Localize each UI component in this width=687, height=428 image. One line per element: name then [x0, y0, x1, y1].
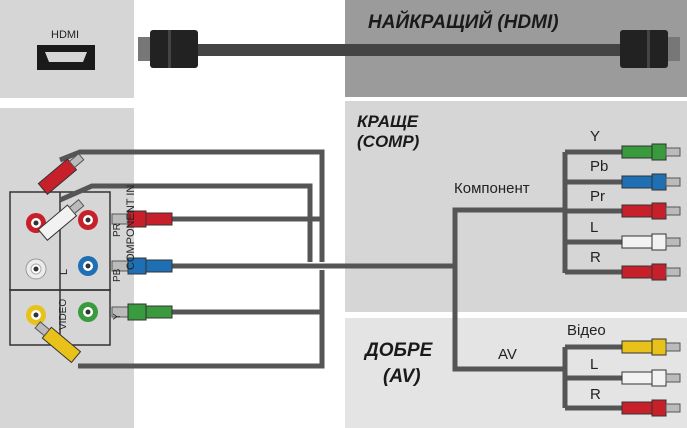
comp-r-label: R	[590, 249, 601, 266]
plug-av-r-icon	[621, 399, 681, 417]
av-label: AV	[498, 346, 517, 363]
tier-good-title-1: ДОБРЕ	[365, 340, 433, 361]
tier-good-title-2: (AV)	[383, 366, 421, 387]
plug-comp-pr-icon	[621, 202, 681, 220]
plug-comp-r-icon	[621, 263, 681, 281]
plug-pb-icon	[111, 257, 173, 275]
jack-pb-icon	[78, 256, 98, 276]
jack-y-icon	[78, 302, 98, 322]
plug-audio-l-icon	[37, 198, 85, 241]
comp-pb-label: Pb	[590, 158, 609, 175]
comp-y-label: Y	[590, 128, 601, 145]
jack-pr-icon	[78, 210, 98, 230]
comp-pr-label: Pr	[590, 188, 605, 205]
tier-better-title-2: (COMP)	[357, 132, 420, 151]
hdmi-port-label: HDMI	[51, 29, 80, 41]
plug-y-icon	[111, 303, 173, 321]
plug-av-l-icon	[621, 369, 681, 387]
plug-comp-y-icon	[621, 143, 681, 161]
tier-best-title: НАЙКРАЩИЙ (HDMI)	[368, 12, 559, 33]
av-l-label: L	[590, 356, 599, 373]
comp-l-label: L	[590, 219, 599, 236]
plug-comp-pb-icon	[621, 173, 681, 191]
plug-video-icon	[34, 321, 82, 364]
tier-better-title-1: КРАЩЕ	[357, 112, 419, 131]
jack-audio-l-icon	[25, 258, 47, 280]
component-label: Компонент	[454, 180, 530, 197]
l-label: L	[58, 268, 70, 275]
jack-video-icon	[26, 305, 46, 325]
y-label: Y	[112, 313, 123, 320]
hdmi-cable	[138, 30, 680, 68]
plug-pr-icon	[111, 210, 173, 228]
av-r-label: R	[590, 386, 601, 403]
component-in-label: COMPONENT IN	[125, 184, 137, 270]
cable-trunks	[58, 149, 625, 411]
pr-label: PR	[112, 223, 123, 237]
pb-label: PB	[112, 268, 123, 282]
plug-comp-l-icon	[621, 233, 681, 251]
hdmi-port-icon	[37, 45, 95, 70]
plug-audio-r-icon	[37, 152, 85, 195]
plug-av-video-icon	[621, 338, 681, 356]
video-label: VIDEO	[58, 298, 69, 330]
av-video-label: Відео	[567, 322, 606, 339]
